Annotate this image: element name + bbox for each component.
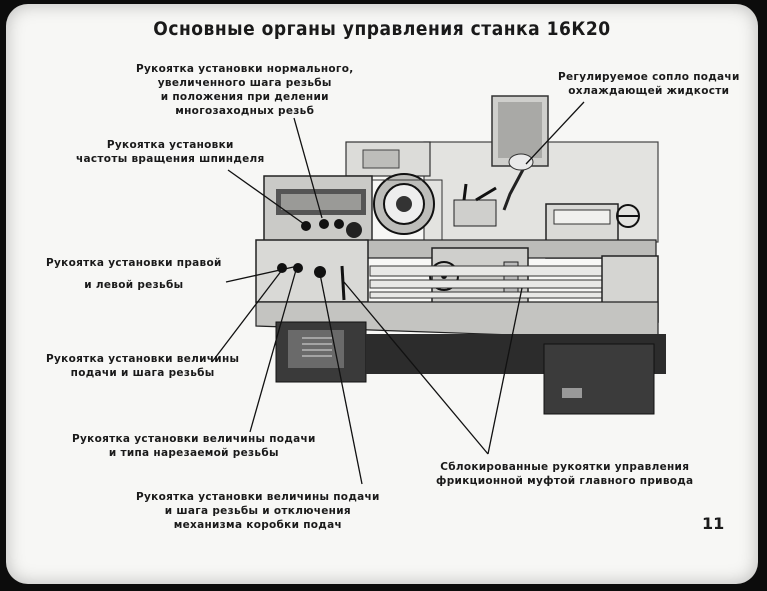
page-number: 11 bbox=[702, 514, 725, 533]
label-thread-pitch-handle: Рукоятка установки нормального, увеличен… bbox=[136, 63, 354, 117]
label-feed-box-disengage-handle: Рукоятка установки величины подачи и шаг… bbox=[136, 491, 380, 531]
lathe-illustration bbox=[255, 95, 666, 415]
slide: Основные органы управления станка 16К20 … bbox=[6, 4, 758, 584]
label-left-right-thread-handle: Рукоятка установки правой и левой резьбы bbox=[46, 257, 222, 291]
label-feed-thread-type-handle: Рукоятка установки величины подачи и тип… bbox=[72, 433, 316, 459]
leader-lines bbox=[211, 101, 585, 485]
label-spindle-speed-handle: Рукоятка установки частоты вращения шпин… bbox=[76, 139, 265, 165]
label-feed-pitch-size-handle: Рукоятка установки величины подачи и шаг… bbox=[46, 353, 240, 379]
slide-title: Основные органы управления станка 16К20 bbox=[153, 18, 611, 40]
label-coolant-nozzle: Регулируемое сопло подачи охлаждающей жи… bbox=[558, 71, 740, 97]
label-clutch-handles: Сблокированные рукоятки управления фрикц… bbox=[436, 461, 694, 487]
